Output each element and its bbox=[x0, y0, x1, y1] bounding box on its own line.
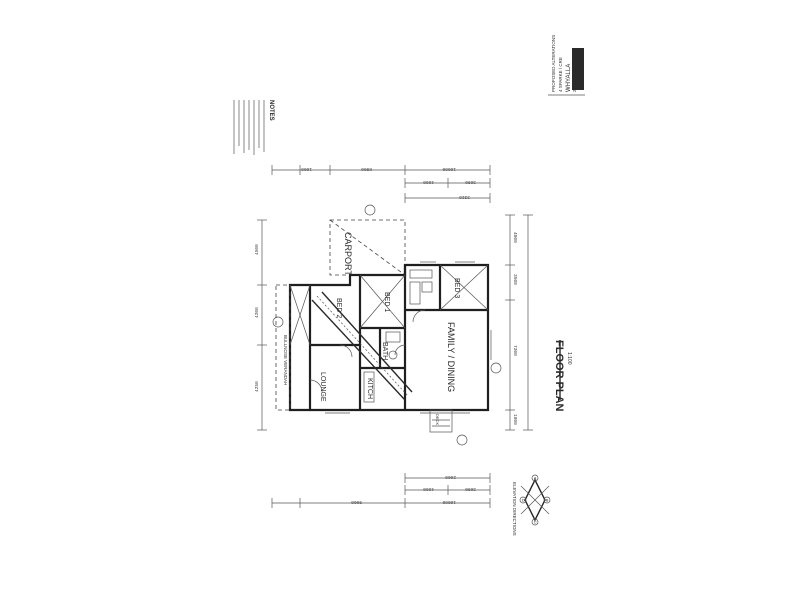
dim-right-a: 4000 bbox=[512, 232, 518, 243]
right-dimension-chain: 4000 3500 7300 1800 bbox=[490, 214, 533, 431]
top-dimension-chains: 1000 8900 10000 4860 3890 3320 bbox=[271, 165, 491, 203]
dim-top-overall: 10000 bbox=[442, 166, 456, 172]
dim-right-c: 7300 bbox=[512, 345, 518, 356]
dim-right-d: 1800 bbox=[512, 414, 518, 425]
dim-bottom-d: 2000 bbox=[445, 474, 456, 480]
room-labels: CARPORT BED 1 BED 2 BED 3 BATH KITCH LOU… bbox=[283, 232, 460, 425]
title-sheet: 2 OF 8 bbox=[572, 78, 577, 92]
room-bed-2: BED 2 bbox=[335, 298, 342, 318]
title-date: 14/06/10 bbox=[572, 52, 577, 70]
room-family-dining: FAMILY / DINING bbox=[446, 322, 456, 392]
section-marker-right bbox=[490, 362, 502, 374]
plan-title-text: FLOOR PLAN bbox=[553, 340, 565, 412]
room-kitch: KITCH bbox=[366, 378, 373, 399]
notes-block: NOTES bbox=[233, 100, 274, 155]
section-marker-left bbox=[272, 316, 284, 328]
room-bed-1: BED 1 bbox=[383, 292, 390, 312]
room-lounge: LOUNGE bbox=[319, 372, 326, 402]
title-block-logo bbox=[572, 48, 584, 90]
verandah-label: BULLNOSE VERANDAH bbox=[283, 335, 288, 385]
dim-top-b: 4860 bbox=[423, 179, 434, 185]
dim-top-e: 1000 bbox=[301, 166, 312, 172]
elevation-compass: A B C D ELEVATION DIRECTIONS bbox=[512, 474, 551, 536]
notes-heading: NOTES bbox=[268, 100, 274, 121]
dim-left-b: 4200 bbox=[254, 307, 260, 318]
plan-title: FLOOR PLAN 1:100 bbox=[553, 340, 572, 412]
title-line-2: 4 SPARKE / CRE bbox=[558, 57, 563, 92]
title-block: PROPOSED ALTERATIONS 4 SPARKE / CRE WHYA… bbox=[548, 35, 585, 96]
title-line-1: PROPOSED ALTERATIONS bbox=[551, 35, 556, 92]
compass-letter-d: D bbox=[522, 498, 525, 503]
section-marker-top bbox=[364, 204, 376, 216]
room-carport: CARPORT bbox=[343, 232, 353, 276]
section-marker-bottom bbox=[456, 434, 468, 446]
dim-bottom-b: 4860 bbox=[423, 486, 434, 492]
compass-label: ELEVATION DIRECTIONS bbox=[512, 482, 517, 536]
dim-bottom-overall: 10000 bbox=[442, 499, 456, 505]
deck-outline bbox=[429, 409, 453, 433]
dim-top-d: 3320 bbox=[459, 194, 470, 200]
room-bed-3: BED 3 bbox=[453, 278, 460, 298]
dim-right-b: 3500 bbox=[512, 274, 518, 285]
building bbox=[275, 204, 492, 446]
plan-scale: 1:100 bbox=[566, 352, 572, 365]
compass-letter-b: B bbox=[546, 498, 549, 503]
room-bath: BATH bbox=[381, 342, 388, 360]
dim-top-a: 3890 bbox=[465, 179, 476, 185]
dim-bottom-a: 9000 bbox=[351, 499, 362, 505]
dim-top-c: 8900 bbox=[361, 166, 372, 172]
compass-letter-c: C bbox=[534, 520, 537, 525]
dim-bottom-c: 3890 bbox=[465, 486, 476, 492]
left-dimension-chain: 4500 4200 4250 bbox=[254, 219, 284, 431]
verandah-outline bbox=[275, 284, 291, 411]
compass-letter-a: A bbox=[534, 476, 537, 481]
bottom-dimension-chains: 2000 4860 3890 9000 10000 bbox=[271, 473, 491, 508]
carport-area bbox=[329, 219, 406, 276]
dim-left-c: 4250 bbox=[254, 381, 260, 392]
title-line-3: WHYALLA bbox=[566, 64, 572, 92]
dim-left-a: 4500 bbox=[254, 244, 260, 255]
deck-label: DECK bbox=[435, 414, 440, 425]
